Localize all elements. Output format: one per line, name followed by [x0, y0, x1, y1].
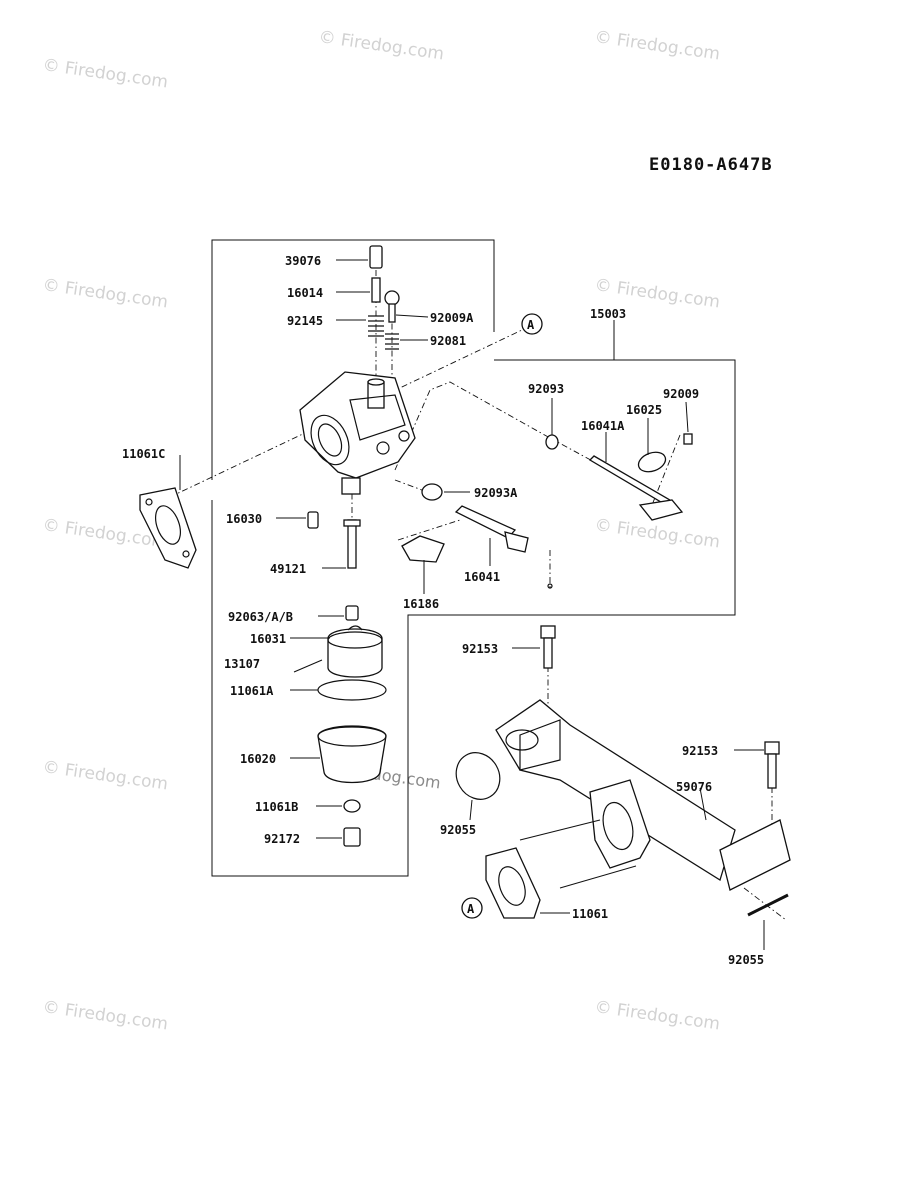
carburetor-body [299, 371, 416, 495]
shaft-parts [401, 433, 693, 589]
watermark: © Firedog.com [593, 27, 721, 64]
part-label-11061b: 11061B [255, 800, 298, 814]
part-label-16186: 16186 [403, 597, 439, 611]
part-label-59076: 59076 [676, 780, 712, 794]
group-frames [211, 239, 736, 877]
part-label-92172: 92172 [264, 832, 300, 846]
watermark: © Firedog.com [41, 55, 169, 92]
part-label-16025: 16025 [626, 403, 662, 417]
part-label-11061a: 11061A [230, 684, 274, 698]
carburetor-frame-lower [211, 359, 736, 877]
part-label-92009a: 92009A [430, 311, 474, 325]
part-label-92093a: 92093A [474, 486, 518, 500]
watermark: © Firedog.com [317, 27, 445, 64]
reference-marker-top: A [521, 313, 543, 335]
part-label-92063-a-b: 92063/A/B [228, 610, 293, 624]
part-label-92055-oring: 92055 [440, 823, 476, 837]
watermark-layer: © Firedog.com © Firedog.com © Firedog.co… [41, 27, 721, 1034]
diagram-code: E0180-A647B [649, 155, 773, 175]
watermark: © Firedog.com [593, 997, 721, 1034]
part-label-11061: 11061 [572, 907, 608, 921]
part-label-49121: 49121 [270, 562, 306, 576]
part-labels: 39076 16014 92145 92009A 92081 15003 110… [122, 254, 764, 967]
top-parts [368, 245, 400, 350]
part-label-92055-gasket: 92055 [728, 953, 764, 967]
part-label-15003: 15003 [590, 307, 626, 321]
lower-carb-parts [293, 511, 387, 847]
intake-manifold [455, 625, 791, 919]
part-label-16014: 16014 [287, 286, 323, 300]
watermark: © Firedog.com [593, 515, 721, 552]
part-label-11061c: 11061C [122, 447, 165, 461]
part-label-16020: 16020 [240, 752, 276, 766]
part-label-16030: 16030 [226, 512, 262, 526]
carburetor-frame [211, 239, 495, 480]
part-label-16041: 16041 [464, 570, 500, 584]
reference-marker-label: A [527, 318, 535, 332]
part-label-39076: 39076 [285, 254, 321, 268]
watermark: © Firedog.com [41, 757, 169, 794]
reference-marker-bottom: A [461, 897, 483, 919]
reference-marker-label: A [467, 902, 475, 916]
part-label-92081: 92081 [430, 334, 466, 348]
part-label-13107: 13107 [224, 657, 260, 671]
leader-lines [179, 259, 765, 950]
part-label-92153-right: 92153 [682, 744, 718, 758]
part-label-92009: 92009 [663, 387, 699, 401]
gasket-11061c [139, 487, 197, 569]
part-label-16041a: 16041A [581, 419, 625, 433]
part-label-92093: 92093 [528, 382, 564, 396]
watermark: © Firedog.com [41, 997, 169, 1034]
part-label-92153-top: 92153 [462, 642, 498, 656]
watermark: © Firedog.com [41, 275, 169, 312]
part-label-92145: 92145 [287, 314, 323, 328]
part-label-16031: 16031 [250, 632, 286, 646]
